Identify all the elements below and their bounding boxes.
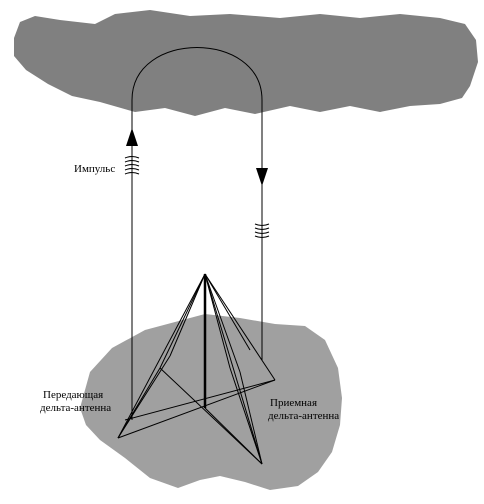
wave-pulse-icon	[124, 156, 140, 175]
arrow-up-icon	[126, 128, 138, 146]
pulse-label: Импульс	[74, 163, 115, 175]
ground-region	[80, 314, 342, 490]
reflection-arc	[131, 47, 263, 101]
receive-antenna-label-line1: Приемная	[270, 397, 317, 409]
ionosphere-region	[14, 10, 478, 116]
receive-antenna-label-line2: дельта-антенна	[268, 410, 339, 422]
transmit-antenna-label-line1: Передающая	[43, 389, 103, 401]
wave-pulse-icon	[254, 223, 270, 238]
antenna-base-lines	[117, 367, 276, 465]
transmit-delta-antenna	[117, 273, 206, 439]
transmit-antenna-label-line2: дельта-антенна	[40, 402, 111, 414]
receive-delta-antenna	[204, 273, 276, 465]
arrow-down-icon	[256, 168, 268, 186]
